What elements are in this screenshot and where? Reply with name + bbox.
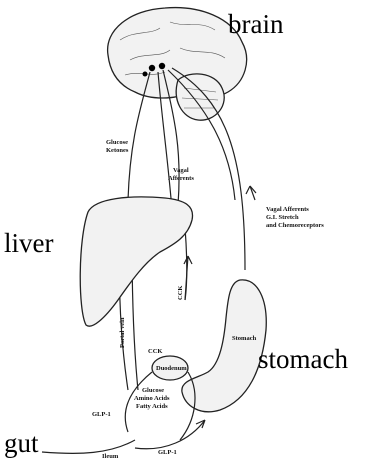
cck-annotation: CCK [148,348,162,355]
cck-vertical-annotation: CCK [177,286,184,300]
glp1-left-annotation: GLP-1 [92,411,111,418]
brain-illustration [108,8,247,121]
fatty-acids-annotation: Fatty Acids [136,403,168,410]
ketones-annotation: Ketones [106,147,129,154]
afferents-annotation: Afferents [168,175,194,182]
liver-illustration [80,197,192,326]
stomach-label: stomach [258,344,348,374]
stomach-inner-annotation: Stomach [232,335,257,342]
vagal-afferents-annotation: Vagal Afferents [266,206,309,213]
liver-label: liver [4,228,53,258]
ileum-annotation: Ileum [102,453,119,460]
glucose2-annotation: Glucose [142,387,164,394]
glucose-annotation: Glucose [106,139,128,146]
amino-acids-annotation: Amino Acids [134,395,170,402]
gut-label: gut [4,428,39,458]
glp1-bottom-annotation: GLP-1 [158,449,177,456]
duodenum-annotation: Duodenum [156,365,187,372]
chemoreceptors-annotation: and Chemoreceptors [266,222,324,229]
brain-label: brain [228,9,284,39]
portal-vein-annotation: Portal vein [119,317,126,348]
gi-stretch-annotation: G.I. Stretch [266,214,299,221]
vagal-annotation: Vagal [173,167,189,174]
